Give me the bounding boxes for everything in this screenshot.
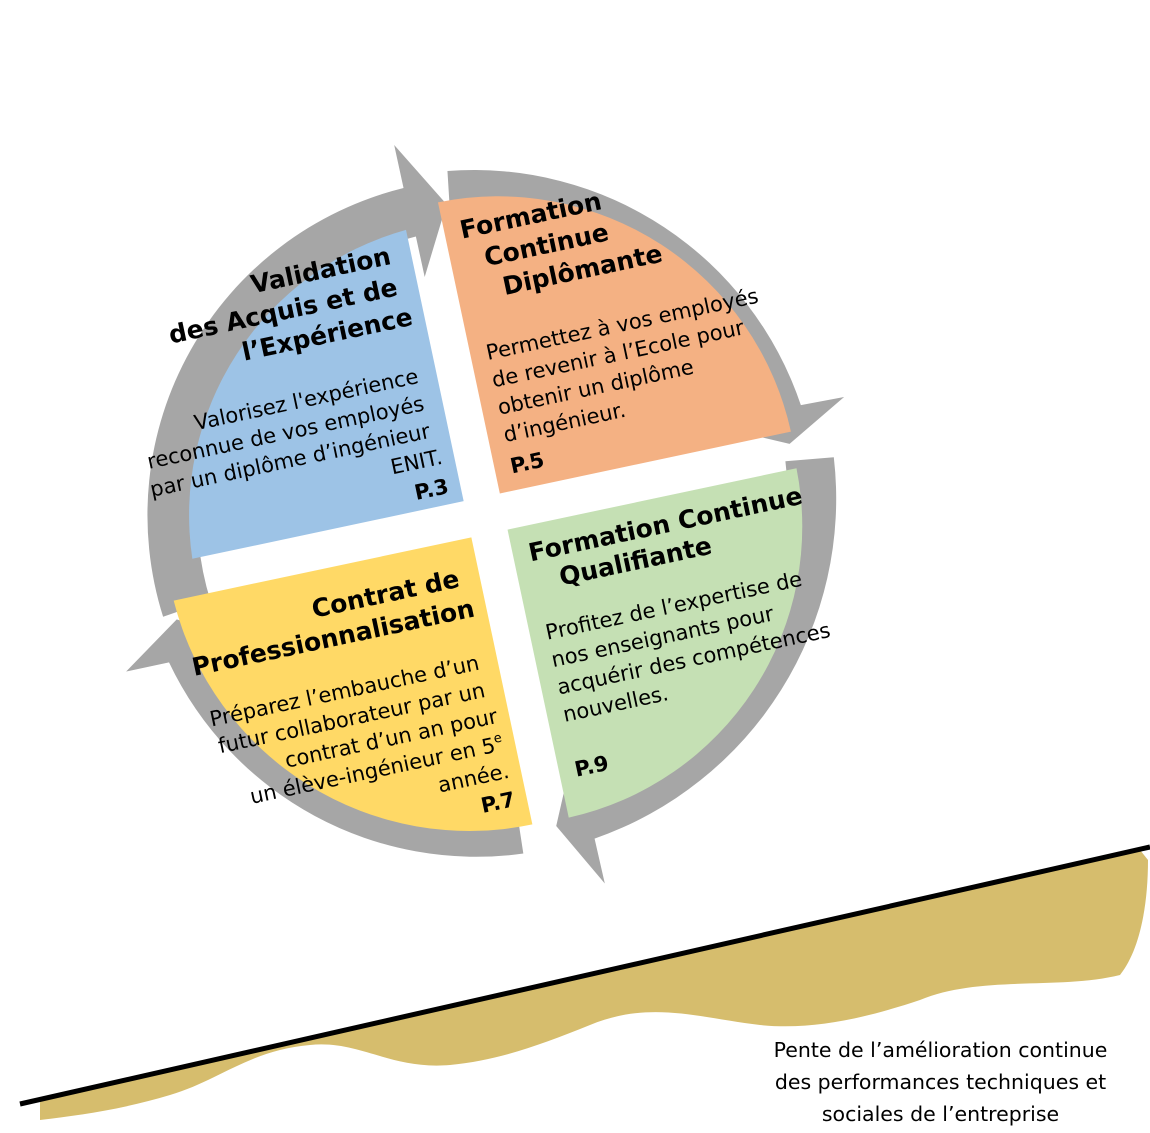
cycle-wheel: Validation des Acquis et de l’Expérience… (126, 144, 845, 884)
professionnalisation-superscript: e (492, 731, 503, 747)
slope-ground (40, 850, 1148, 1120)
slope-caption: Pente de l’amélioration continue des per… (738, 1034, 1143, 1130)
quadrant-qualifiante (507, 468, 803, 818)
cycle-arrow-icon (147, 144, 447, 617)
slope-caption-line: sociales de l’entreprise (821, 1102, 1060, 1126)
quadrant-vae (189, 229, 464, 559)
slope-caption-line: des performances techniques et (774, 1070, 1107, 1094)
slope-caption-line: Pente de l’amélioration continue (773, 1038, 1108, 1062)
quadrant-professionnalisation (173, 537, 533, 831)
slope-line (19, 844, 1150, 1107)
quadrant-diplomante (437, 196, 791, 494)
